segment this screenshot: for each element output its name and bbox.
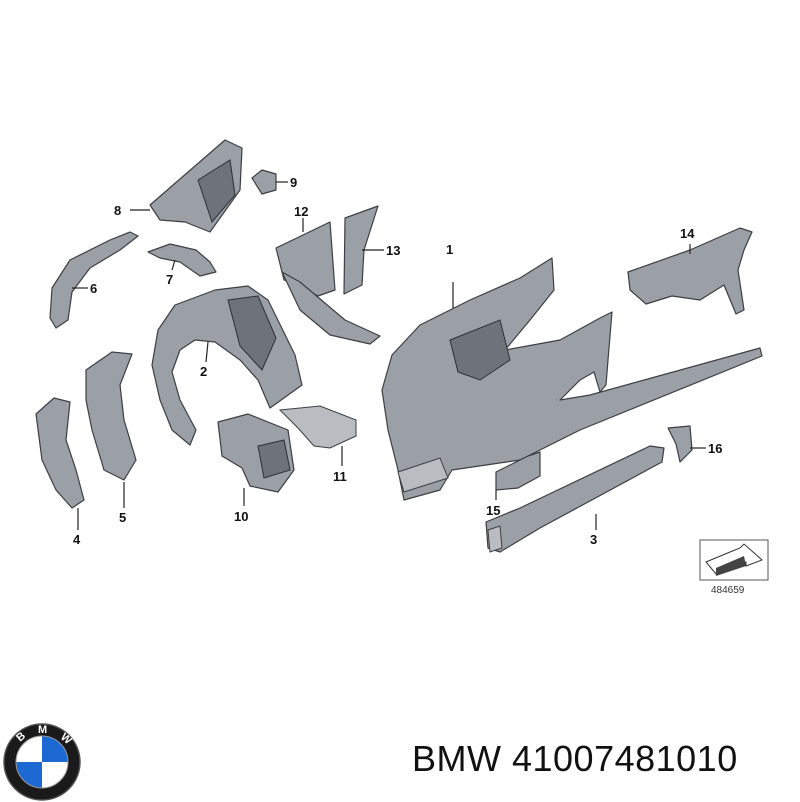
svg-text:M: M bbox=[38, 724, 47, 736]
callout-4: 4 bbox=[73, 532, 81, 547]
part-1 bbox=[381, 257, 763, 501]
bmw-logo-icon: B M W bbox=[3, 723, 81, 801]
part-3 bbox=[485, 445, 665, 553]
callout-12: 12 bbox=[294, 204, 308, 219]
callout-8: 8 bbox=[114, 203, 121, 218]
callout-16: 16 bbox=[708, 441, 722, 456]
part-13 bbox=[281, 205, 381, 345]
part-10 bbox=[217, 413, 295, 493]
callout-9: 9 bbox=[290, 175, 297, 190]
reference-number: 484659 bbox=[711, 585, 745, 596]
part-11 bbox=[278, 405, 357, 449]
callout-14: 14 bbox=[680, 226, 695, 241]
part-9 bbox=[251, 169, 277, 195]
orientation-reference-box bbox=[699, 539, 769, 581]
callout-3: 3 bbox=[590, 532, 597, 547]
part-12 bbox=[275, 221, 336, 297]
callout-7: 7 bbox=[166, 272, 173, 287]
part-14 bbox=[627, 227, 753, 315]
callout-15: 15 bbox=[486, 503, 500, 518]
part-6 bbox=[49, 231, 139, 329]
part-8 bbox=[149, 139, 243, 233]
part-2 bbox=[151, 285, 303, 446]
callout-13: 13 bbox=[386, 243, 400, 258]
part-16 bbox=[667, 425, 693, 463]
part-number-caption: BMW 41007481010 bbox=[412, 738, 738, 779]
callout-10: 10 bbox=[234, 509, 248, 524]
callout-2: 2 bbox=[200, 364, 207, 379]
part-4 bbox=[35, 397, 85, 509]
callout-5: 5 bbox=[119, 510, 126, 525]
part-5 bbox=[85, 351, 137, 481]
callout-11: 11 bbox=[333, 469, 347, 484]
callout-1: 1 bbox=[446, 242, 453, 257]
callout-6: 6 bbox=[90, 281, 97, 296]
part-7 bbox=[147, 243, 217, 277]
